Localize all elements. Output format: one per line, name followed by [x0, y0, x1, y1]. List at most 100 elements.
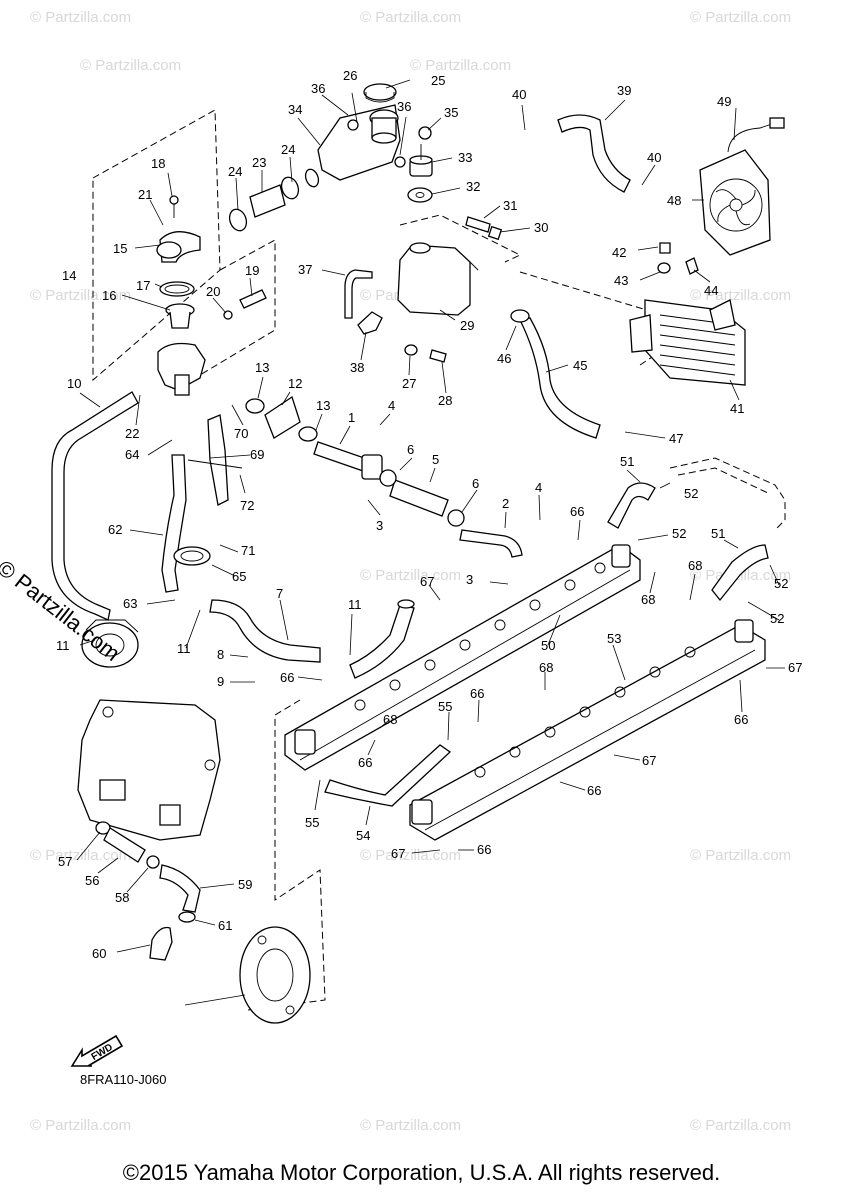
callout-40: 40 [647, 150, 661, 165]
callout-66: 66 [470, 686, 484, 701]
callout-37: 37 [298, 262, 312, 277]
callout-26: 26 [343, 68, 357, 83]
hose-60 [149, 926, 173, 961]
callout-65: 65 [232, 569, 246, 584]
watermark: © Partzilla.com [690, 567, 791, 584]
bracket-38 [357, 311, 383, 335]
watermark: © Partzilla.com [410, 57, 511, 74]
callout-32: 32 [466, 179, 480, 194]
radiator [629, 299, 746, 386]
callout-51: 51 [711, 526, 725, 541]
callout-9: 9 [217, 674, 224, 689]
hose-23 [228, 168, 320, 232]
callout-66: 66 [358, 755, 372, 770]
thermostat-gasket [159, 281, 195, 297]
callout-13: 13 [255, 360, 269, 375]
callout-6: 6 [472, 476, 479, 491]
callout-14: 14 [62, 268, 76, 283]
callout-24: 24 [228, 164, 242, 179]
callout-23: 23 [252, 155, 266, 170]
watermark: © Partzilla.com [690, 847, 791, 864]
hose-5 [379, 469, 465, 527]
hose-39 [557, 114, 631, 193]
callout-31: 31 [503, 198, 517, 213]
callout-55: 55 [438, 699, 452, 714]
callout-52: 52 [684, 486, 698, 501]
gear-case [239, 926, 311, 1024]
watermark: © Partzilla.com [360, 1117, 461, 1134]
callout-68: 68 [383, 712, 397, 727]
callout-2: 2 [502, 496, 509, 511]
thermostat [165, 303, 195, 329]
callout-48: 48 [667, 193, 681, 208]
hose-45 [510, 309, 601, 439]
callout-45: 45 [573, 358, 587, 373]
bolts-27-28 [404, 344, 447, 363]
callout-38: 38 [350, 360, 364, 375]
callout-numbers: 26 25 36 34 36 35 40 39 49 33 40 32 18 2… [56, 68, 802, 961]
callout-6: 6 [407, 442, 414, 457]
callout-36: 36 [397, 99, 411, 114]
hose-54 [324, 744, 452, 807]
callout-66: 66 [477, 842, 491, 857]
callout-66: 66 [570, 504, 584, 519]
callout-69: 69 [250, 447, 264, 462]
callout-49: 49 [717, 94, 731, 109]
callout-71: 71 [241, 543, 255, 558]
pipe-2 [459, 529, 523, 558]
callout-39: 39 [617, 83, 631, 98]
callout-63: 63 [123, 596, 137, 611]
callout-66: 66 [280, 670, 294, 685]
callout-10: 10 [67, 376, 81, 391]
heat-exchanger-50 [284, 544, 641, 771]
callout-1: 1 [348, 410, 355, 425]
pipe-1 [313, 441, 383, 480]
callout-4: 4 [535, 480, 542, 495]
callout-66: 66 [734, 712, 748, 727]
callout-12: 12 [288, 376, 302, 391]
watermark-layer: © Partzilla.com © Partzilla.com © Partzi… [30, 9, 791, 1134]
callout-60: 60 [92, 946, 106, 961]
callout-36: 36 [311, 81, 325, 96]
water-pump [81, 619, 139, 668]
callout-46: 46 [497, 351, 511, 366]
callout-52: 52 [672, 526, 686, 541]
watermark: © Partzilla.com [360, 847, 461, 864]
callout-33: 33 [458, 150, 472, 165]
callout-28: 28 [438, 393, 452, 408]
callout-67: 67 [788, 660, 802, 675]
rail-link-dashed [669, 457, 786, 531]
callout-15: 15 [113, 241, 127, 256]
callout-58: 58 [115, 890, 129, 905]
callout-11: 11 [56, 638, 70, 653]
callout-70: 70 [234, 426, 248, 441]
watermark: © Partzilla.com [690, 1117, 791, 1134]
overflow-tank [397, 242, 479, 316]
callout-56: 56 [85, 873, 99, 888]
callout-61: 61 [218, 918, 232, 933]
filler-cap [409, 144, 433, 177]
callout-52: 52 [770, 611, 784, 626]
callout-22: 22 [125, 426, 139, 441]
callout-68: 68 [688, 558, 702, 573]
temperature-sensor [223, 289, 267, 320]
callout-29: 29 [460, 318, 474, 333]
callout-35: 35 [444, 105, 458, 120]
callout-72: 72 [240, 498, 254, 513]
callout-3: 3 [376, 518, 383, 533]
hose-69 [187, 414, 243, 506]
copyright-notice: ©2015 Yamaha Motor Corporation, U.S.A. A… [122, 1160, 721, 1185]
watermark: © Partzilla.com [690, 9, 791, 26]
callout-34: 34 [288, 102, 302, 117]
callout-7: 7 [276, 586, 283, 601]
callout-62: 62 [108, 522, 122, 537]
callout-66: 66 [587, 783, 601, 798]
watermark: © Partzilla.com [360, 567, 461, 584]
callout-40: 40 [512, 87, 526, 102]
callout-43: 43 [614, 273, 628, 288]
callout-55: 55 [305, 815, 319, 830]
callout-53: 53 [607, 631, 621, 646]
callout-19: 19 [245, 263, 259, 278]
fan-wire [727, 117, 785, 153]
